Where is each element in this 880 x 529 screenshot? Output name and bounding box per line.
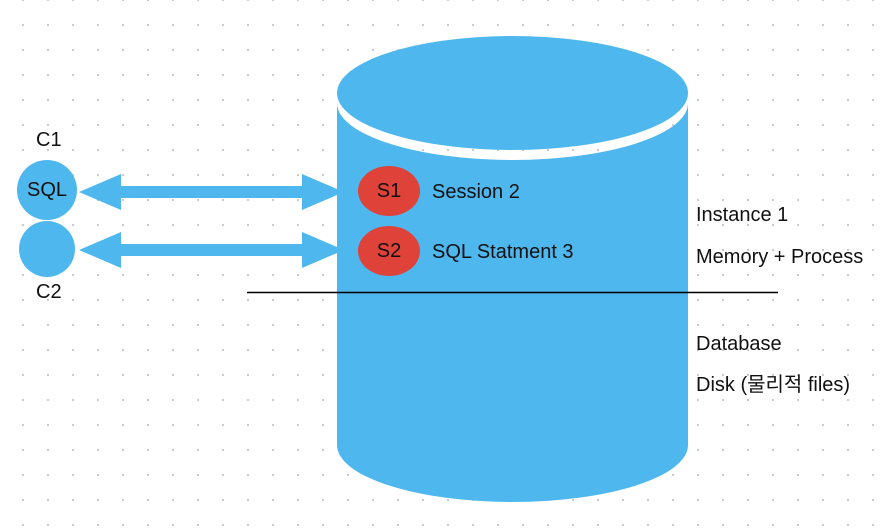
memory-process-annotation[interactable]: Memory + Process (696, 246, 864, 268)
session2-label[interactable]: SQL Statment 3 (432, 241, 574, 263)
database-cylinder-body[interactable] (337, 103, 688, 503)
client2-label[interactable]: C2 (36, 281, 62, 303)
session1-badge-text: S1 (376, 179, 402, 202)
instance-annotation[interactable]: Instance 1 (696, 204, 789, 226)
client2-circle[interactable] (19, 221, 75, 277)
session2-badge-text: S2 (376, 239, 402, 262)
arrow-c1-instance[interactable] (79, 174, 344, 210)
database-annotation[interactable]: Database (696, 333, 782, 355)
database-cylinder-top[interactable] (337, 36, 688, 150)
session1-badge[interactable]: S1 (358, 166, 420, 216)
arrow-c2-instance[interactable] (79, 232, 344, 268)
session1-label[interactable]: Session 2 (432, 181, 520, 203)
session2-badge[interactable]: S2 (358, 226, 420, 276)
client1-label[interactable]: C1 (36, 129, 62, 151)
client1-circle-text: SQL (26, 178, 68, 201)
disk-annotation[interactable]: Disk (물리적 files) (696, 374, 851, 396)
client1-circle[interactable]: SQL (17, 160, 77, 220)
